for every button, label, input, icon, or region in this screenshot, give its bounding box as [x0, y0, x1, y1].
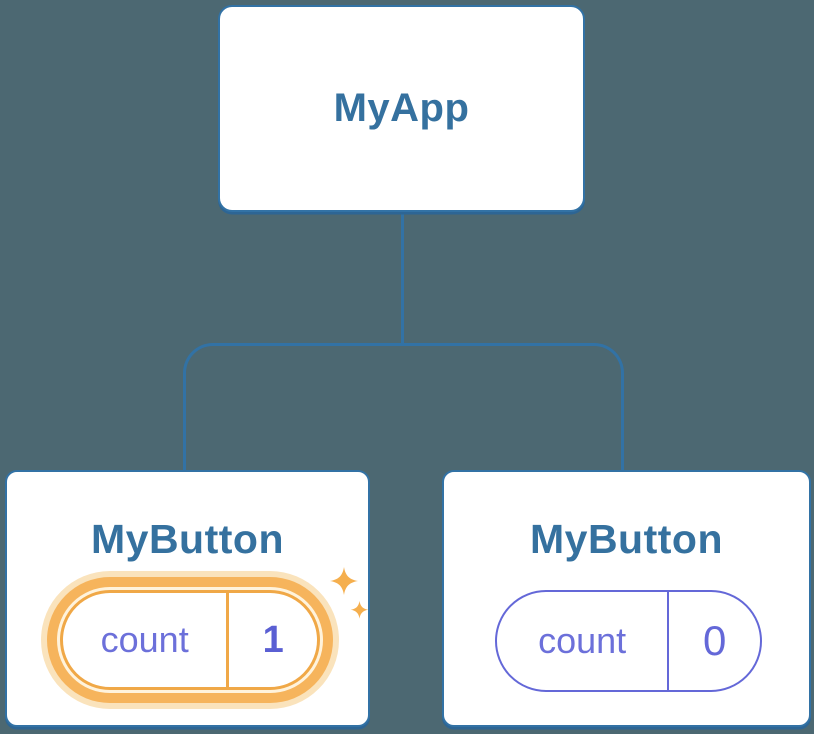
state-value: 0 [702, 617, 727, 664]
node-label: MyButton [90, 516, 284, 562]
connector-root-stem [401, 211, 404, 345]
node-label: MyButton [529, 516, 723, 562]
sparkle-icon [330, 567, 369, 619]
state-pill-idle: count 0 [495, 590, 762, 692]
tree-node-mybutton-idle: MyButton count 0 [442, 470, 811, 727]
state-value: 1 [262, 618, 284, 661]
state-key: count [497, 592, 670, 690]
state-key: count [63, 593, 230, 687]
tree-node-mybutton-updated: MyButton count 1 [5, 470, 370, 727]
node-label: MyApp [333, 86, 470, 130]
connector-branch-bracket [183, 343, 624, 470]
tree-node-myapp: MyApp [218, 5, 585, 212]
state-pill-highlighted: count 1 [60, 590, 320, 690]
